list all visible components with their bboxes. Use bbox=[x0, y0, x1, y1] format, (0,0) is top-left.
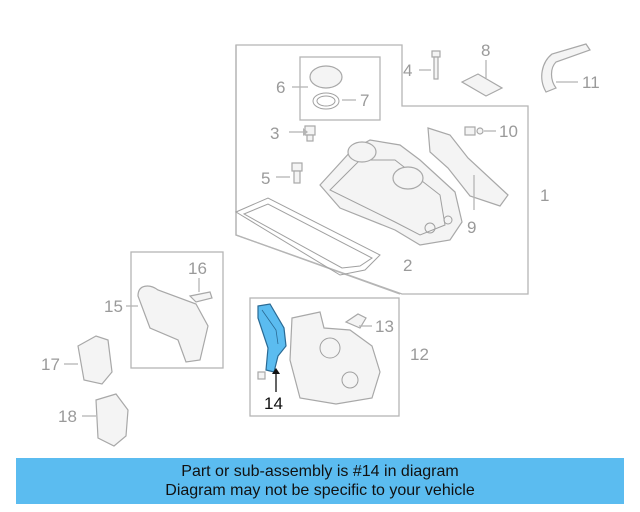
arrow-3 bbox=[303, 128, 308, 136]
callout-13: 13 bbox=[375, 317, 394, 336]
cover-part-15 bbox=[137, 285, 209, 363]
callout-14: 14 bbox=[264, 394, 283, 413]
callout-18: 18 bbox=[58, 407, 77, 426]
group-frame-15-16 bbox=[130, 251, 224, 369]
banner-line-part-number: Part or sub-assembly is #14 in diagram bbox=[181, 463, 459, 480]
bracket-part-16 bbox=[188, 291, 213, 303]
group-frame-12 bbox=[249, 297, 400, 417]
callout-2: 2 bbox=[403, 256, 412, 275]
callout-16: 16 bbox=[188, 259, 207, 278]
seal-part-18 bbox=[95, 393, 129, 447]
callout-11: 11 bbox=[582, 73, 600, 92]
bracket-detail bbox=[261, 309, 279, 345]
stud-part-4 bbox=[431, 50, 441, 80]
callout-10: 10 bbox=[499, 122, 518, 141]
fitting-part-10 bbox=[464, 126, 484, 136]
bracket-part-14 bbox=[257, 303, 287, 373]
callout-6: 6 bbox=[276, 78, 285, 97]
bolt-part-14 bbox=[257, 371, 266, 380]
hose-part-11 bbox=[541, 43, 591, 93]
callout-4: 4 bbox=[403, 61, 412, 80]
callout-1: 1 bbox=[540, 186, 549, 205]
info-banner: Part or sub-assembly is #14 in diagram D… bbox=[16, 458, 624, 504]
bolt-part-3 bbox=[304, 125, 316, 142]
gasket-part-2 bbox=[234, 197, 381, 276]
timing-cover-part-12 bbox=[289, 311, 381, 405]
plate-part-8 bbox=[460, 73, 504, 97]
callout-3: 3 bbox=[270, 124, 279, 143]
callout-17: 17 bbox=[41, 355, 60, 374]
callout-9: 9 bbox=[467, 218, 476, 237]
callout-8: 8 bbox=[481, 41, 490, 60]
bolt-part-5 bbox=[291, 162, 303, 184]
clip-part-13 bbox=[344, 313, 367, 329]
callout-7: 7 bbox=[360, 91, 369, 110]
callout-12: 12 bbox=[410, 345, 429, 364]
callout-15: 15 bbox=[104, 297, 123, 316]
parts-diagram: 1 2 3 4 5 6 7 8 9 10 11 12 13 14 15 16 1… bbox=[41, 41, 600, 447]
banner-line-disclaimer: Diagram may not be specific to your vehi… bbox=[165, 482, 475, 499]
seal-ring-part-7 bbox=[312, 92, 340, 110]
arrow-14 bbox=[272, 368, 280, 374]
valve-cover-part-1 bbox=[319, 139, 463, 246]
callout-5: 5 bbox=[261, 169, 270, 188]
group-frame-6-7 bbox=[299, 56, 381, 121]
cover-part-9 bbox=[427, 127, 509, 207]
cover-part-17 bbox=[77, 335, 113, 385]
cap-part-6 bbox=[309, 65, 343, 89]
seal-ring-inner bbox=[316, 95, 336, 107]
